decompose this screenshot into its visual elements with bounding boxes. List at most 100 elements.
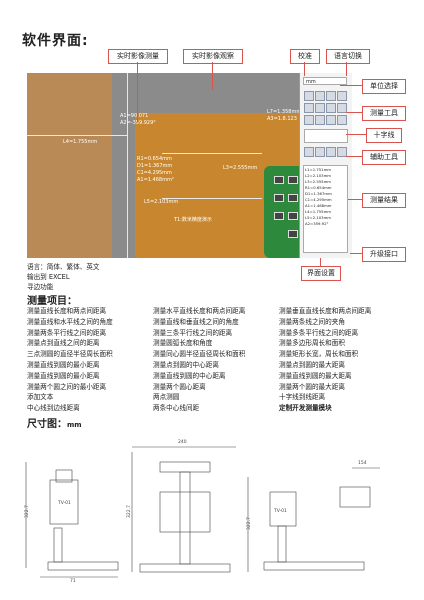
measure-label: A3=1.8.123 xyxy=(267,116,297,122)
size-heading: 尺寸图： xyxy=(27,419,67,430)
drawing-1-height: 322.7 xyxy=(24,505,30,518)
callout-measure-tools: 测量工具 xyxy=(362,106,406,121)
chip xyxy=(288,230,298,238)
angle-tool-icon[interactable] xyxy=(337,91,347,101)
result-row[interactable]: A2=359.92° xyxy=(305,221,329,226)
section-title-size: 尺寸图：mm xyxy=(27,415,82,430)
measure-row: 测量点到直线之间的距离测量圆弧长度和角度测量多边形周长和面积 xyxy=(27,338,407,349)
vline-tool-icon[interactable] xyxy=(326,91,336,101)
measure-item: 定制开发测量模块 xyxy=(279,404,332,413)
leader-line xyxy=(346,156,362,157)
rect-tool-icon[interactable] xyxy=(337,103,347,113)
measure-row: 测量直线和水平线之间的角度测量直线和垂直线之间的角度测量两条线之间的夹角 xyxy=(27,317,407,328)
measure-item: 测量直线和垂直线之间的角度 xyxy=(153,317,239,326)
measure-item: 测量同心圆半径直径周长和面积 xyxy=(153,350,246,359)
measure-item: 测量直线长度和两点间距离 xyxy=(27,307,107,315)
callout-aux-tools: 辅助工具 xyxy=(362,150,406,165)
size-unit: mm xyxy=(67,421,82,429)
measure-label: L7=1.358mm xyxy=(267,109,302,115)
text-tool-icon[interactable] xyxy=(326,115,336,125)
measure-item: 测量直线到圆的中心距离 xyxy=(153,371,226,380)
leader-line xyxy=(346,62,347,76)
measure-item: 测量三条平行线之间的距离 xyxy=(153,328,233,337)
measure-item: 测量直线到圆的最小距离 xyxy=(27,360,100,369)
result-row[interactable]: L3=2.555mm xyxy=(305,179,331,184)
feature-languages: 语言：简体、繁体、英文 xyxy=(27,263,100,271)
measure-item: 测量矩形长宽，周长和面积 xyxy=(279,350,359,359)
result-row[interactable]: D1=1.367mm xyxy=(305,191,332,196)
leader-line xyxy=(346,112,362,113)
leader-line xyxy=(350,253,362,254)
measure-label: L3=2.555mm xyxy=(223,165,258,171)
parallel-tool-icon[interactable] xyxy=(304,103,314,113)
measure-item: 添加文本 xyxy=(27,393,54,402)
measure-item: 测量垂直直线长度和两点间距离 xyxy=(279,307,372,315)
leader-line xyxy=(340,85,362,86)
feature-edge-find: 寻边功能 xyxy=(27,283,54,291)
result-row[interactable]: C1=4.295mm xyxy=(305,197,332,202)
result-row[interactable]: A1=1.468mm xyxy=(305,203,332,208)
drawing-3-width: 154 xyxy=(358,460,367,466)
measure-item: 中心线到边线距离 xyxy=(27,404,80,413)
measure-item: 三点测圆的直径半径周长面积 xyxy=(27,350,113,359)
crosshair-box[interactable] xyxy=(304,129,348,143)
result-row[interactable]: L5=2.103mm xyxy=(305,215,331,220)
callout-realtime-observe: 实时影像观察 xyxy=(183,49,243,64)
callout-crosshair: 十字线 xyxy=(366,128,402,143)
hline-tool-icon[interactable] xyxy=(315,91,325,101)
measure-row: 三点测圆的直径半径周长面积 测量同心圆半径直径周长和面积 测量矩形长宽，周长和面积 xyxy=(27,349,407,360)
measure-item: 测量两条平行线之间的距离 xyxy=(27,328,107,337)
result-row[interactable]: R1=0.654mm xyxy=(305,185,332,190)
feature-export: 输出到 EXCEL xyxy=(27,273,70,281)
measure-row: 测量直线长度和两点间距离 测量水平直线长度和两点间距离 测量垂直直线长度和两点间距离 xyxy=(27,306,407,317)
zoom-out-icon[interactable] xyxy=(315,147,325,157)
measure-row: 中心线到边线距离两条中心线间距定制开发测量模块 xyxy=(27,403,407,414)
center-tool-icon[interactable] xyxy=(337,115,347,125)
leader-line xyxy=(212,62,213,90)
measure-item: 测量两个圆的最大距离 xyxy=(279,382,345,391)
measure-item: 测量水平直线长度和两点间距离 xyxy=(153,307,246,315)
measure-item: 十字线到线距离 xyxy=(279,393,326,402)
drawing-2-height: 322.7 xyxy=(126,505,132,518)
measure-label: A1=90.071 xyxy=(120,113,149,119)
callout-language-switch: 语言切换 xyxy=(326,49,370,64)
point-tool-icon[interactable] xyxy=(315,115,325,125)
polygon-tool-icon[interactable] xyxy=(304,115,314,125)
color-icon[interactable] xyxy=(326,147,336,157)
measure-item: 测量两条线之间的夹角 xyxy=(279,317,345,326)
drawing-front-view xyxy=(131,446,236,573)
callout-measure-results: 测量结果 xyxy=(362,193,406,208)
leader-line xyxy=(304,62,305,76)
zoom-in-icon[interactable] xyxy=(304,147,314,157)
guide-line xyxy=(162,153,262,154)
chip xyxy=(288,194,298,202)
measure-item: 测量圆弧长度和角度 xyxy=(153,339,213,348)
measure-item: 测量点到圆的中心距离 xyxy=(153,360,219,369)
measure-row: 测量直线到圆的最小距离 测量点到圆的中心距离 测量点到圆的最大距离 xyxy=(27,360,407,371)
chip xyxy=(274,176,284,184)
drawing-1-width: 71 xyxy=(70,578,76,584)
measure-item: 测量直线到圆的最小距离 xyxy=(27,371,100,380)
drawing-side-view-2 xyxy=(247,467,380,572)
result-row[interactable]: L2=2.103mm xyxy=(305,173,331,178)
search-icon[interactable] xyxy=(337,147,347,157)
result-row[interactable]: L4=1.755mm xyxy=(305,209,331,214)
measure-label: C1=4.295mm xyxy=(137,170,172,176)
measure-label: A1=1.468mm² xyxy=(137,177,174,183)
drawing-side-view-1 xyxy=(25,462,119,578)
line-tool-icon[interactable] xyxy=(304,91,314,101)
measure-item: 测量点到圆的最大距离 xyxy=(279,360,345,369)
callout-realtime-measure: 实时影像测量 xyxy=(108,49,168,64)
chip xyxy=(274,212,284,220)
measure-row: 测量两条平行线之间的距离测量三条平行线之间的距离测量多条平行线之间的距离 xyxy=(27,328,407,339)
section-title-measure-items: 测量项目： xyxy=(27,296,77,307)
arc-tool-icon[interactable] xyxy=(315,103,325,113)
result-row[interactable]: L1=1.751mm xyxy=(305,167,331,172)
unit-select[interactable]: mm xyxy=(303,77,347,85)
section-title-software-ui: 软件界面: xyxy=(22,33,89,49)
chip xyxy=(288,212,298,220)
callout-calibrate: 校准 xyxy=(290,49,320,64)
measure-row: 测量两个圆之间的最小距离测量两个圆心距离测量两个圆的最大距离 xyxy=(27,382,407,393)
circle-tool-icon[interactable] xyxy=(326,103,336,113)
